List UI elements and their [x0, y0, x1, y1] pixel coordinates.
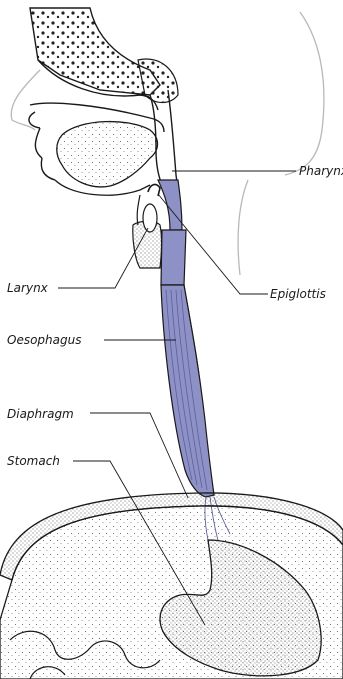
oesophagus-body — [161, 285, 214, 497]
label-larynx: Larynx — [7, 281, 48, 295]
abdomen — [0, 506, 343, 679]
label-stomach: Stomach — [7, 454, 60, 468]
label-epiglottis: Epiglottis — [270, 287, 326, 301]
leader-diaphragm — [90, 413, 188, 498]
oesophagus-upper-band — [161, 230, 186, 285]
tongue — [57, 122, 158, 187]
skull-bone — [30, 8, 178, 103]
label-diaphragm: Diaphragm — [7, 407, 74, 421]
oesophagus-upper — [158, 180, 182, 230]
label-pharynx: Pharynx — [299, 164, 343, 178]
label-oesophagus: Oesophagus — [7, 333, 81, 347]
larynx-structure — [133, 195, 162, 268]
